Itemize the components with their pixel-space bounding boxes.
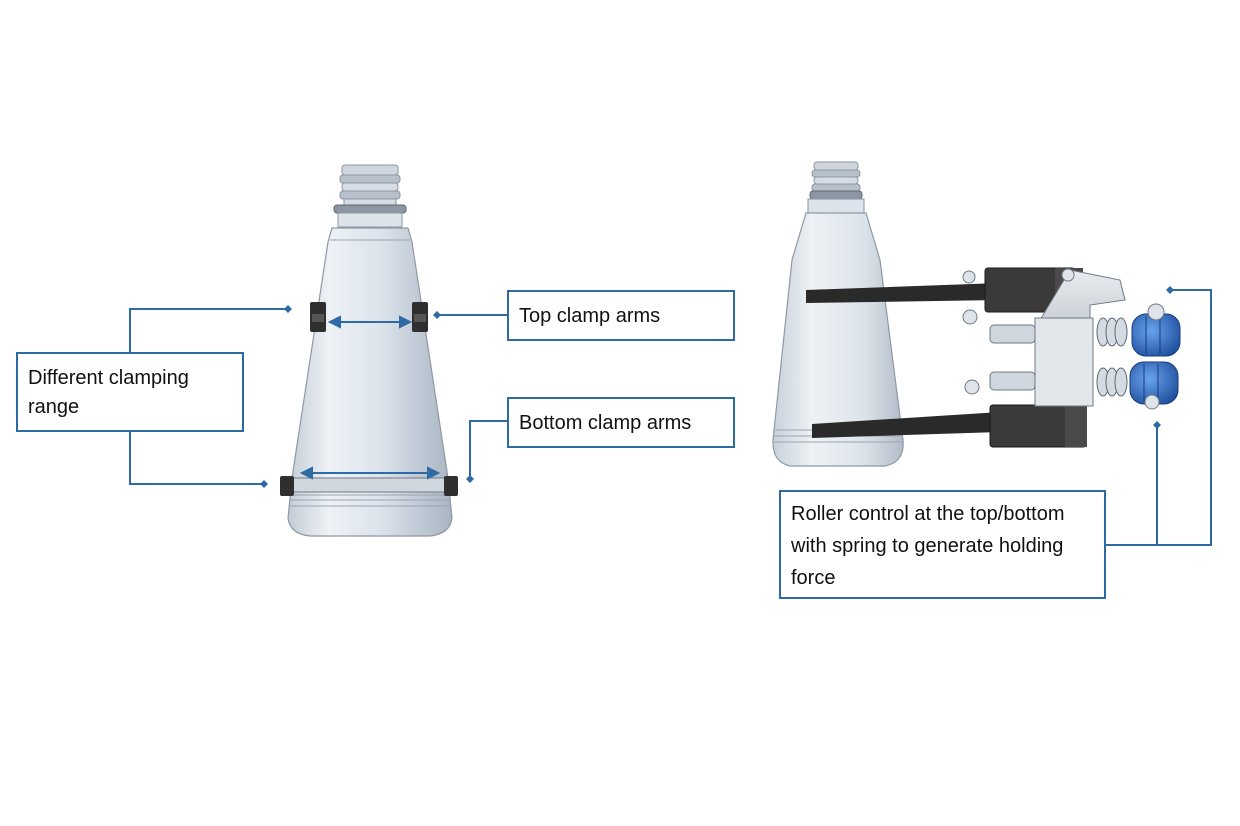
roller-upper [1131, 303, 1181, 357]
different-clamping-range-text: Different clamping range [28, 367, 189, 418]
leader-lines-right [1106, 289, 1212, 546]
right-bottle-body [772, 212, 904, 467]
left-bottom-clamp-band [286, 477, 454, 493]
bottom-clamp-arms-label: Bottom clamp arms [507, 397, 735, 448]
roller-lower [1129, 361, 1179, 410]
right-bottle-neck [807, 161, 865, 214]
top-clamp-arms-label: Top clamp arms [507, 290, 735, 341]
upper-clamp-arm [806, 283, 1000, 303]
leader-dots-right [1153, 286, 1174, 429]
left-bottle [280, 164, 458, 537]
roller-control-label: Roller control at the top/bottom with sp… [779, 490, 1106, 599]
roller-control-text: Roller control at the top/bottom with sp… [791, 503, 1065, 589]
right-bottle [772, 161, 904, 467]
left-bottom-clamp-right [444, 476, 458, 496]
different-clamping-range-label: Different clamping range [16, 352, 244, 432]
top-clamp-arms-text: Top clamp arms [519, 305, 661, 327]
left-bottom-clamp-left [280, 476, 294, 496]
leader-dots-left [260, 305, 474, 488]
lower-clamp-arm [812, 412, 1000, 438]
left-bottle-neck [333, 164, 407, 228]
bottom-range-arrow [299, 466, 441, 480]
clamp-mechanism [806, 267, 1181, 448]
spring-upper [1096, 317, 1128, 347]
top-range-arrow [327, 315, 413, 329]
leader-lines-left [129, 308, 507, 485]
spring-lower [1096, 367, 1128, 397]
left-bottle-body [287, 227, 453, 537]
bottom-clamp-arms-text: Bottom clamp arms [519, 412, 692, 434]
